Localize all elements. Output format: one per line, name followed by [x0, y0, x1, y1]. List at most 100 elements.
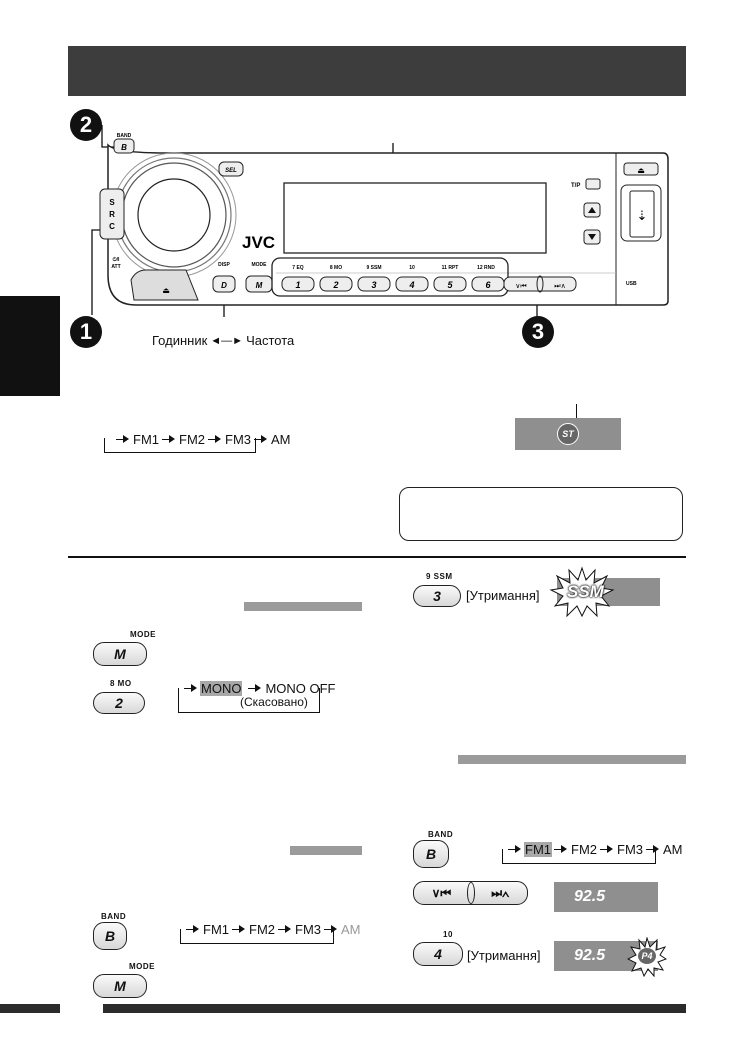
mono-cycle-loop [178, 688, 320, 713]
svg-text:4: 4 [408, 280, 414, 290]
band-button-2[interactable]: B [413, 840, 449, 868]
band-am-dimmed: AM [341, 922, 361, 937]
st-indicator-icon: ST [557, 423, 579, 445]
svg-text:SEL: SEL [225, 168, 237, 174]
svg-text:⏏: ⏏ [162, 286, 170, 295]
mode-key-label: MODE [130, 630, 156, 639]
ssm-key-label: 9 SSM [426, 572, 453, 581]
stereo-display: ST [515, 418, 621, 450]
band-fm3: FM3 [225, 432, 251, 447]
svg-text:⏭∧: ⏭∧ [554, 282, 565, 290]
step-2-marker: 2 [70, 109, 102, 141]
clock-label: Годинник [152, 333, 208, 348]
preset-4-button[interactable]: 4 [413, 942, 463, 966]
mono-on: MONO [200, 681, 243, 696]
footer-bar-left [0, 1004, 60, 1013]
svg-text:BAND: BAND [117, 133, 132, 139]
svg-text:D: D [221, 281, 227, 290]
band-fm1: FM1 [133, 432, 159, 447]
svg-text:R: R [109, 210, 115, 219]
seek-down-icon[interactable]: ∨⏮ [431, 885, 452, 900]
ssm-hold-label: [Утримання] [466, 588, 540, 603]
double-arrow-icon: ◄—► [210, 334, 244, 347]
frequency-display: 92.5 [554, 882, 658, 912]
arrow-icon [646, 845, 660, 854]
svg-text:B: B [121, 143, 127, 152]
svg-text:C: C [109, 222, 115, 231]
ssm-text: SSM [567, 582, 604, 601]
jvc-logo: JVC [242, 233, 275, 252]
svg-text:MODE: MODE [252, 262, 268, 268]
band-fm2: FM2 [249, 922, 275, 937]
band-key-label-3: BAND [101, 912, 127, 921]
arrow-icon [116, 435, 130, 444]
preset-frequency-display: 92.5 P4 [554, 937, 667, 977]
highlight-bar-preset [458, 755, 686, 764]
svg-text:3: 3 [371, 280, 376, 290]
preset-badge: P4 [638, 948, 656, 964]
car-radio-faceplate: S R C BAND B SEL ⏻/I ATT ⏏ JVC DISP MODE… [91, 125, 669, 317]
mono-cycle: MONO MONO OFF [182, 681, 337, 696]
frequency-label: Частота [246, 333, 295, 348]
st-callout-line [576, 404, 578, 420]
highlight-bar-band [290, 846, 362, 855]
band-cycle-1: FM1 FM2 FM3 AM [114, 432, 292, 447]
preset-4-key-label: 10 [443, 930, 453, 939]
arrow-icon [232, 925, 246, 934]
highlight-bar-mono [244, 602, 362, 611]
band-cycle-2: FM1 FM2 FM3 AM [506, 842, 684, 857]
band-fm1: FM1 [203, 922, 229, 937]
band-button-3[interactable]: B [93, 922, 127, 950]
arrow-icon [554, 845, 568, 854]
arrow-icon [324, 925, 338, 934]
svg-text:⏏: ⏏ [637, 166, 645, 175]
svg-text:7 EQ: 7 EQ [292, 265, 304, 271]
svg-text:10: 10 [409, 265, 415, 271]
svg-text:⏻/I: ⏻/I [113, 257, 120, 263]
svg-text:T/P: T/P [571, 183, 580, 189]
svg-text:M: M [256, 281, 263, 290]
svg-text:⇣: ⇣ [637, 209, 648, 224]
band-am: AM [271, 432, 291, 447]
step-3-marker: 3 [522, 316, 554, 348]
src-key-s: S [109, 198, 115, 207]
preset-2-mono-button[interactable]: 2 [93, 692, 145, 714]
footer-bar [103, 1004, 686, 1013]
mono-cancelled-label: (Скасовано) [240, 695, 308, 709]
mono-off: MONO OFF [265, 681, 336, 696]
clock-frequency-toggle: Годинник ◄—► Частота [152, 333, 294, 348]
mode-button-2[interactable]: M [93, 974, 147, 998]
mo-key-label: 8 MO [110, 679, 132, 688]
svg-text:12 RND: 12 RND [477, 265, 495, 271]
svg-text:1: 1 [295, 280, 300, 290]
seek-button[interactable]: ∨⏮ ⏭∧ [413, 881, 528, 905]
seek-up-icon[interactable]: ⏭∧ [491, 885, 510, 900]
section-header-bar [68, 46, 686, 96]
mode-key-label-2: MODE [129, 962, 155, 971]
band-fm1: FM1 [524, 842, 552, 857]
preset-3-ssm-button[interactable]: 3 [413, 585, 461, 607]
language-side-tab [0, 296, 60, 396]
band-cycle-3-loop [180, 929, 334, 944]
arrow-icon [278, 925, 292, 934]
band-fm2: FM2 [571, 842, 597, 857]
svg-text:9 SSM: 9 SSM [366, 265, 381, 271]
preset-frequency-text: 92.5 [574, 947, 606, 964]
arrow-icon [254, 435, 268, 444]
svg-text:8 MO: 8 MO [330, 265, 342, 271]
svg-text:2: 2 [332, 280, 338, 290]
svg-text:6: 6 [485, 280, 491, 290]
svg-text:∨⏮: ∨⏮ [515, 282, 526, 290]
mode-button[interactable]: M [93, 642, 147, 666]
seek-separator-icon [467, 882, 476, 904]
arrow-icon [162, 435, 176, 444]
band-cycle-2-loop [502, 849, 656, 864]
band-fm3: FM3 [295, 922, 321, 937]
band-fm2: FM2 [179, 432, 205, 447]
note-box [399, 487, 683, 541]
section-divider [68, 556, 686, 558]
svg-text:USB: USB [626, 281, 637, 287]
arrow-icon [508, 845, 522, 854]
svg-text:ATT: ATT [111, 264, 120, 270]
band-key-label-2: BAND [428, 830, 454, 839]
